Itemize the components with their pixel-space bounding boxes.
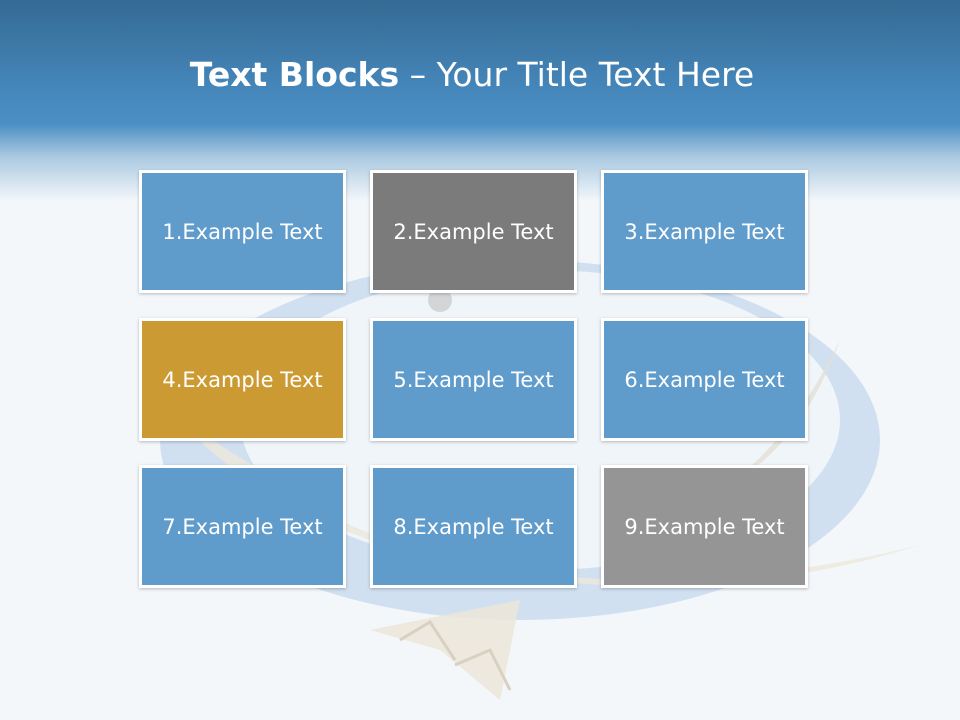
text-block-label: 4.Example Text bbox=[162, 367, 323, 392]
text-block-9: 9.Example Text bbox=[601, 465, 808, 588]
text-block-label: 3.Example Text bbox=[624, 219, 785, 244]
text-block-6: 6.Example Text bbox=[601, 318, 808, 441]
text-block-8: 8.Example Text bbox=[370, 465, 577, 588]
text-block-label: 2.Example Text bbox=[393, 219, 554, 244]
slide-title: Text Blocks – Your Title Text Here bbox=[0, 54, 944, 96]
text-block-3: 3.Example Text bbox=[601, 170, 808, 293]
text-block-label: 8.Example Text bbox=[393, 514, 554, 539]
title-dash: – bbox=[399, 55, 437, 94]
text-block-2: 2.Example Text bbox=[370, 170, 577, 293]
title-rest: Your Title Text Here bbox=[436, 55, 755, 94]
text-block-label: 6.Example Text bbox=[624, 367, 785, 392]
title-bold-part: Text Blocks bbox=[189, 55, 400, 94]
text-block-label: 1.Example Text bbox=[162, 219, 323, 244]
text-block-4: 4.Example Text bbox=[139, 318, 346, 441]
text-block-7: 7.Example Text bbox=[139, 465, 346, 588]
text-block-5: 5.Example Text bbox=[370, 318, 577, 441]
header-band bbox=[0, 0, 960, 200]
text-block-label: 5.Example Text bbox=[393, 367, 554, 392]
text-block-label: 7.Example Text bbox=[162, 514, 323, 539]
text-block-1: 1.Example Text bbox=[139, 170, 346, 293]
text-block-label: 9.Example Text bbox=[624, 514, 785, 539]
